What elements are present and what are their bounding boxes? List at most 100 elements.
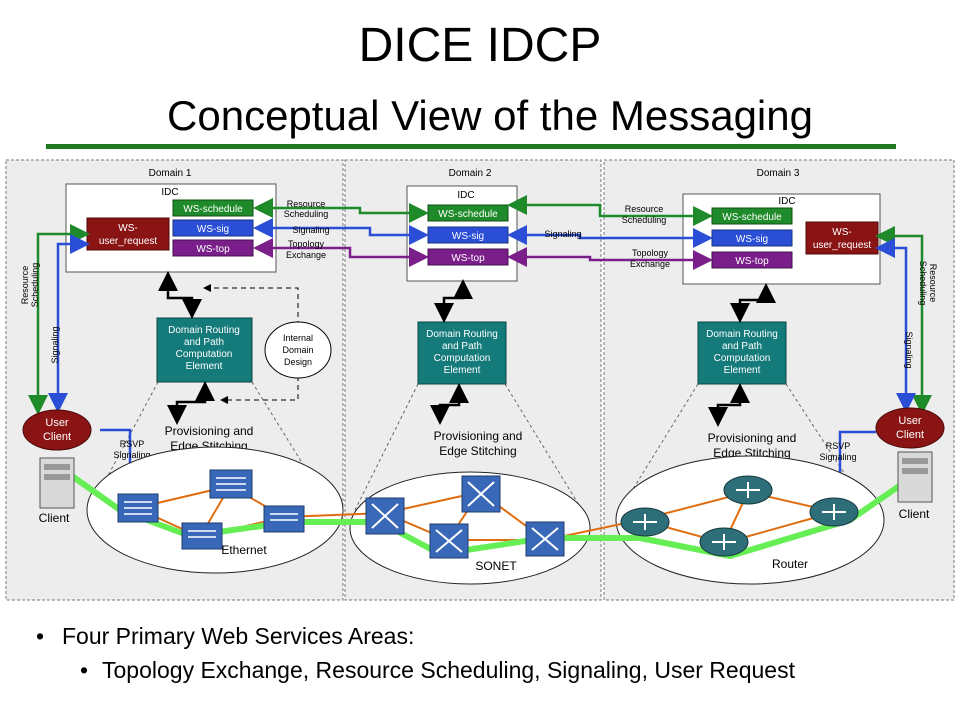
- ws-top-1: WS-top: [172, 239, 254, 257]
- svg-text:and Path: and Path: [442, 341, 482, 352]
- network-labels: Ethernet SONET Router: [221, 543, 808, 573]
- client-server-icon: [39, 451, 933, 509]
- svg-text:Ethernet: Ethernet: [221, 543, 267, 557]
- svg-text:WS-sig: WS-sig: [736, 234, 768, 245]
- svg-text:Resource: Resource: [625, 204, 664, 214]
- svg-text:Topology: Topology: [632, 248, 669, 258]
- svg-text:WS-sig: WS-sig: [197, 224, 229, 235]
- router-cloud: [615, 455, 885, 585]
- svg-text:Internal: Internal: [283, 333, 313, 343]
- svg-text:Topology: Topology: [288, 239, 325, 249]
- ws-schedule-1: WS-schedule: [172, 199, 254, 217]
- client-label-3: Client: [899, 507, 930, 521]
- svg-text:Signaling: Signaling: [113, 450, 150, 460]
- svg-text:Resource: Resource: [20, 266, 30, 305]
- svg-text:RSVP: RSVP: [120, 439, 145, 449]
- svg-text:Element: Element: [724, 365, 761, 376]
- svg-text:WS-: WS-: [832, 227, 851, 238]
- ws-top-2: WS-top: [427, 248, 509, 266]
- svg-text:WS-: WS-: [118, 223, 137, 234]
- svg-text:Exchange: Exchange: [630, 259, 670, 269]
- domain-3-label: Domain 3: [757, 168, 800, 179]
- control-arrows: [158, 271, 776, 427]
- domain-2-label: Domain 2: [449, 168, 492, 179]
- idc-label-1: IDC: [161, 187, 178, 198]
- svg-text:User: User: [45, 417, 69, 429]
- ws-top-3: WS-top: [711, 251, 793, 269]
- svg-text:Signaling: Signaling: [50, 326, 60, 363]
- svg-text:Computation: Computation: [714, 353, 771, 364]
- svg-text:RSVP: RSVP: [826, 441, 851, 451]
- svg-text:WS-schedule: WS-schedule: [438, 209, 498, 220]
- user-client-1: User Client: [22, 409, 92, 451]
- internal-domain-design: Internal Domain Design: [203, 284, 332, 404]
- ws-sig-3: WS-sig: [711, 229, 793, 247]
- svg-text:user_request: user_request: [99, 236, 158, 247]
- title-underline: [46, 144, 896, 149]
- svg-text:Provisioning and: Provisioning and: [434, 429, 523, 443]
- bullet-level-2: •Topology Exchange, Resource Scheduling,…: [80, 657, 795, 683]
- svg-text:Domain Routing: Domain Routing: [168, 325, 240, 336]
- svg-text:Element: Element: [444, 365, 481, 376]
- pce-box-2: Domain Routing and Path Computation Elem…: [417, 321, 507, 385]
- svg-text:SONET: SONET: [475, 559, 517, 573]
- svg-text:Router: Router: [772, 557, 808, 571]
- pce-box-1: Domain Routing and Path Computation Elem…: [156, 317, 253, 383]
- sonet-switch-icon: [365, 475, 565, 559]
- ethernet-switch-icon: [117, 469, 305, 550]
- svg-text:Design: Design: [284, 357, 312, 367]
- user-client-3: User Client: [875, 407, 945, 449]
- client-side-arrows: [28, 224, 932, 500]
- bullet-level-1: •Four Primary Web Services Areas:: [36, 623, 415, 649]
- svg-text:Provisioning and: Provisioning and: [708, 431, 797, 445]
- inter-domain-arrows: [253, 195, 713, 270]
- ws-user-request-1: WS-user_request: [86, 217, 170, 251]
- svg-text:Scheduling: Scheduling: [918, 261, 928, 306]
- svg-text:Domain Routing: Domain Routing: [706, 329, 778, 340]
- svg-text:and Path: and Path: [184, 337, 224, 348]
- svg-text:Signaling: Signaling: [544, 229, 581, 239]
- ws-schedule-3: WS-schedule: [711, 207, 793, 225]
- svg-text:Client: Client: [43, 431, 71, 443]
- svg-text:Scheduling: Scheduling: [30, 263, 40, 308]
- bullet-text-1: Four Primary Web Services Areas:: [62, 623, 415, 649]
- ws-schedule-2: WS-schedule: [427, 204, 509, 222]
- svg-text:Exchange: Exchange: [286, 250, 326, 260]
- idc-label-2: IDC: [457, 190, 474, 201]
- svg-text:Signaling: Signaling: [904, 331, 914, 368]
- svg-text:Resource: Resource: [287, 199, 326, 209]
- idc-label-3: IDC: [778, 196, 795, 207]
- ws-sig-1: WS-sig: [172, 219, 254, 237]
- svg-text:Resource: Resource: [928, 264, 938, 303]
- client-label-1: Client: [39, 511, 70, 525]
- svg-text:User: User: [898, 415, 922, 427]
- svg-text:WS-schedule: WS-schedule: [183, 204, 243, 215]
- svg-text:Scheduling: Scheduling: [284, 209, 329, 219]
- svg-text:Domain Routing: Domain Routing: [426, 329, 498, 340]
- pce-box-3: Domain Routing and Path Computation Elem…: [697, 321, 787, 385]
- side-flow-labels: Resource Scheduling Signaling Resource S…: [20, 261, 938, 462]
- bullet-text-2: Topology Exchange, Resource Scheduling, …: [102, 657, 795, 683]
- svg-text:WS-top: WS-top: [735, 256, 769, 267]
- svg-text:user_request: user_request: [813, 240, 872, 251]
- ws-sig-2: WS-sig: [427, 226, 509, 244]
- svg-text:Provisioning and: Provisioning and: [165, 424, 254, 438]
- svg-text:Computation: Computation: [434, 353, 491, 364]
- slide-subtitle: Conceptual View of the Messaging: [167, 92, 813, 139]
- router-icon: [620, 475, 859, 557]
- svg-text:WS-top: WS-top: [451, 253, 485, 264]
- svg-text:WS-sig: WS-sig: [452, 231, 484, 242]
- svg-text:Client: Client: [896, 429, 924, 441]
- svg-text:Element: Element: [186, 361, 223, 372]
- ws-user-request-3: WS-user_request: [805, 221, 879, 255]
- svg-text:WS-schedule: WS-schedule: [722, 212, 782, 223]
- svg-text:Scheduling: Scheduling: [622, 215, 667, 225]
- domain-1-label: Domain 1: [149, 168, 192, 179]
- svg-text:and Path: and Path: [722, 341, 762, 352]
- svg-text:WS-top: WS-top: [196, 244, 230, 255]
- svg-text:Edge Stitching: Edge Stitching: [439, 444, 516, 458]
- svg-text:Signaling: Signaling: [819, 452, 856, 462]
- slide-title: DICE IDCP: [358, 19, 602, 72]
